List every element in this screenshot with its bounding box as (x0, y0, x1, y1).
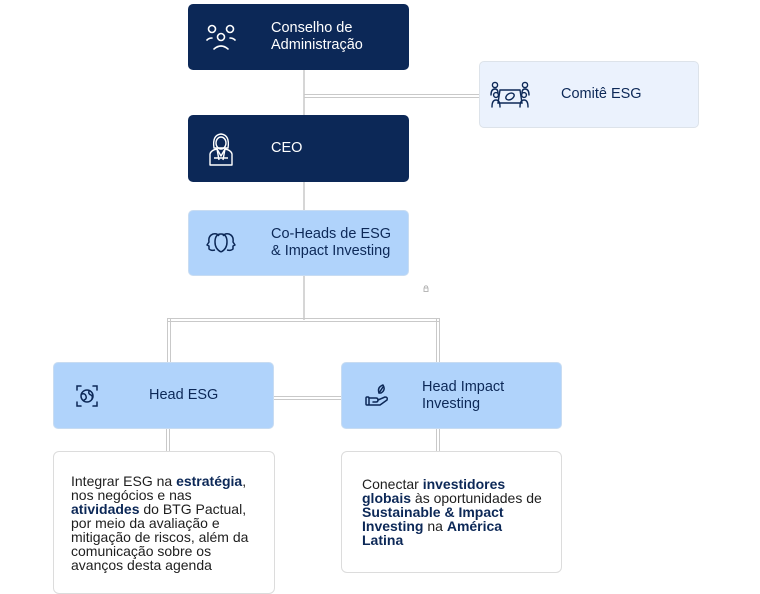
connector-heads (273, 396, 342, 400)
connector-board-ceo (303, 70, 305, 116)
highlight-text: Sustainable & Impact Investing (362, 504, 504, 534)
desc-head-esg: Integrar ESG na estratégia, nos negócios… (53, 451, 275, 594)
label-line: & Impact Investing (271, 243, 391, 259)
highlight-text: investidores globais (362, 476, 506, 506)
label-line: Administração (271, 37, 363, 53)
connector-head-esg-desc (166, 428, 170, 453)
label-line: Head Impact (422, 378, 505, 395)
node-board[interactable]: Conselho de Administração (188, 4, 409, 70)
meeting-table-leaf-icon (490, 77, 530, 113)
node-ceo[interactable]: CEO (188, 115, 409, 182)
node-committee[interactable]: Comitê ESG (479, 61, 699, 128)
connector-committee (304, 94, 480, 98)
node-board-label: Conselho de Administração (271, 20, 363, 54)
desc-text: , nos negócios e nas (71, 472, 247, 503)
highlight-text: atividades (71, 500, 140, 517)
node-head-esg[interactable]: Head ESG (53, 362, 274, 429)
desc-text: na (423, 518, 447, 534)
desc-head-esg-text: Integrar ESG na estratégia, nos negócios… (71, 474, 254, 572)
people-group-icon (202, 19, 242, 55)
two-heads-profile-icon (201, 225, 241, 261)
connector-branch-horizontal (167, 318, 440, 322)
hand-leaf-icon (358, 378, 398, 414)
connector-coheads-branch (303, 275, 305, 320)
desc-head-impact: Conectar investidores globais às oportun… (341, 451, 562, 573)
node-head-impact[interactable]: Head Impact Investing (341, 362, 562, 429)
highlight-text: América Latina (362, 518, 503, 548)
connector-branch-left (167, 318, 171, 363)
node-coheads-label: Co-Heads de ESG & Impact Investing (271, 226, 391, 260)
connector-head-impact-desc (436, 428, 440, 453)
globe-scan-icon (67, 378, 107, 414)
label-line: Investing (422, 395, 481, 412)
small-marker-icon (423, 279, 429, 292)
desc-text: Integrar ESG na (71, 472, 177, 489)
label-line: Co-Heads de ESG (271, 226, 392, 242)
desc-text: às oportunidades de (411, 490, 542, 506)
node-head-impact-label: Head Impact Investing (422, 379, 504, 413)
node-committee-label: Comitê ESG (561, 86, 642, 102)
node-ceo-label: CEO (271, 140, 303, 156)
highlight-text: estratégia (176, 472, 243, 489)
desc-text: do BTG Pactual, por meio da avaliação e … (71, 500, 249, 573)
executive-woman-icon (201, 131, 241, 167)
desc-text: Conectar (362, 476, 423, 492)
label-line: Conselho de (271, 20, 353, 36)
connector-branch-right (436, 318, 440, 363)
desc-head-impact-text: Conectar investidores globais às oportun… (362, 477, 547, 547)
connector-ceo-coheads (303, 181, 305, 211)
node-head-esg-label: Head ESG (149, 387, 219, 403)
node-coheads[interactable]: Co-Heads de ESG & Impact Investing (188, 210, 409, 276)
